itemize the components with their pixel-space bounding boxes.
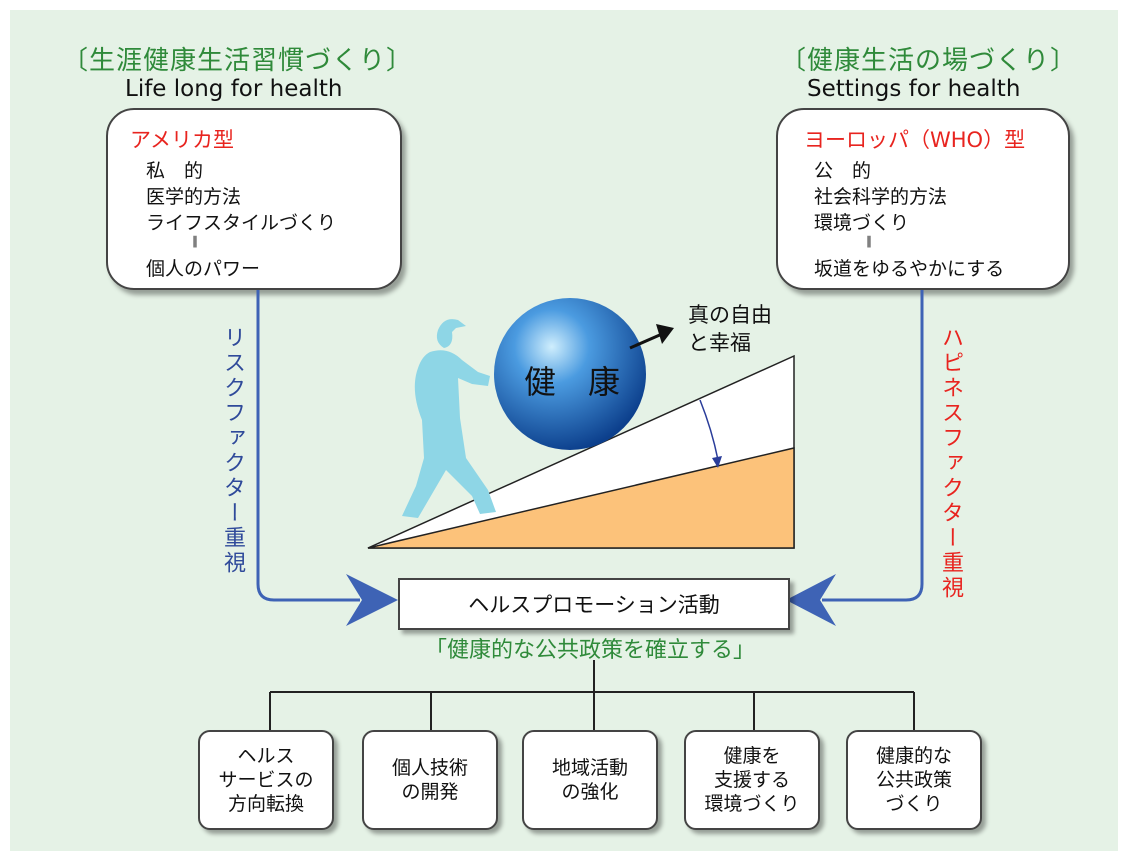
right-heading-en: Settings for health	[807, 76, 1021, 102]
card-line: 私 的	[146, 160, 204, 182]
equivalence-mark: ∥	[192, 234, 198, 248]
right-arrowhead	[786, 574, 836, 626]
branch-line: サービスの	[218, 769, 314, 791]
right-connector-line	[822, 290, 924, 602]
branch-line: 公共政策	[875, 769, 952, 791]
card-line: 環境づくり	[814, 212, 910, 234]
left-connector-line	[256, 290, 360, 602]
card-line: 坂道をゆるやかにする	[814, 258, 1005, 280]
easing-arrow	[699, 399, 719, 461]
card-line: 社会科学的方法	[814, 186, 948, 208]
branch-line: 環境づくり	[704, 793, 800, 815]
european-model-title: ヨーロッパ（WHO）型	[804, 128, 1026, 152]
card-line: 公 的	[814, 160, 872, 182]
goal-text-line1: 真の自由	[688, 303, 772, 327]
health-promotion-box: ヘルスプロモーション活動	[398, 578, 790, 630]
left-heading-jp: 〔生涯健康生活習慣づくり〕	[62, 46, 414, 76]
branch-personal-skills: 個人技術 の開発	[362, 730, 498, 830]
health-ball-label: 健 康	[524, 363, 621, 401]
card-line: 医学的方法	[146, 186, 242, 208]
branch-line: 健康的な	[875, 745, 952, 767]
public-policy-text: 「健康的な公共政策を確立する」	[424, 638, 755, 663]
branch-line: 健康を	[723, 745, 781, 767]
card-line: ライフスタイルづくり	[146, 212, 337, 234]
gentle-slope	[367, 447, 795, 549]
branch-reorient-health-services: ヘルス サービスの 方向転換	[198, 730, 334, 830]
branch-line: 地域活動	[551, 757, 628, 779]
american-model-card: アメリカ型 私 的 医学的方法 ライフスタイルづくり ∥ 個人のパワー	[106, 108, 402, 290]
branch-line: の強化	[561, 781, 619, 803]
person-figure	[402, 319, 496, 518]
health-ball	[494, 298, 646, 450]
european-who-model-card: ヨーロッパ（WHO）型 公 的 社会科学的方法 環境づくり ∥ 坂道をゆるやかに…	[776, 108, 1070, 290]
slope-illustration	[367, 298, 795, 549]
branch-line: 方向転換	[227, 793, 304, 815]
branch-community-action: 地域活動 の強化	[522, 730, 658, 830]
goal-arrow-head	[656, 324, 674, 344]
left-heading-en: Life long for health	[125, 76, 343, 102]
left-arrowhead	[346, 574, 398, 626]
branch-healthy-public-policy: 健康的な 公共政策 づくり	[846, 730, 982, 830]
branch-line: づくり	[885, 793, 943, 815]
happiness-factor-label: ハピネスファクター重視	[938, 326, 963, 601]
goal-text-line2: と幸福	[688, 331, 751, 355]
american-model-title: アメリカ型	[130, 128, 234, 152]
branch-supportive-environments: 健康を 支援する 環境づくり	[684, 730, 820, 830]
card-line: 個人のパワー	[146, 258, 261, 280]
branch-line: の開発	[401, 781, 459, 803]
right-heading-jp: 〔健康生活の場づくり〕	[780, 46, 1078, 76]
equivalence-mark: ∥	[866, 234, 872, 248]
branch-line: 支援する	[713, 769, 790, 791]
branch-line: ヘルス	[237, 745, 295, 767]
risk-factor-label: リスクファクター重視	[220, 326, 245, 576]
branch-line: 個人技術	[391, 757, 468, 779]
